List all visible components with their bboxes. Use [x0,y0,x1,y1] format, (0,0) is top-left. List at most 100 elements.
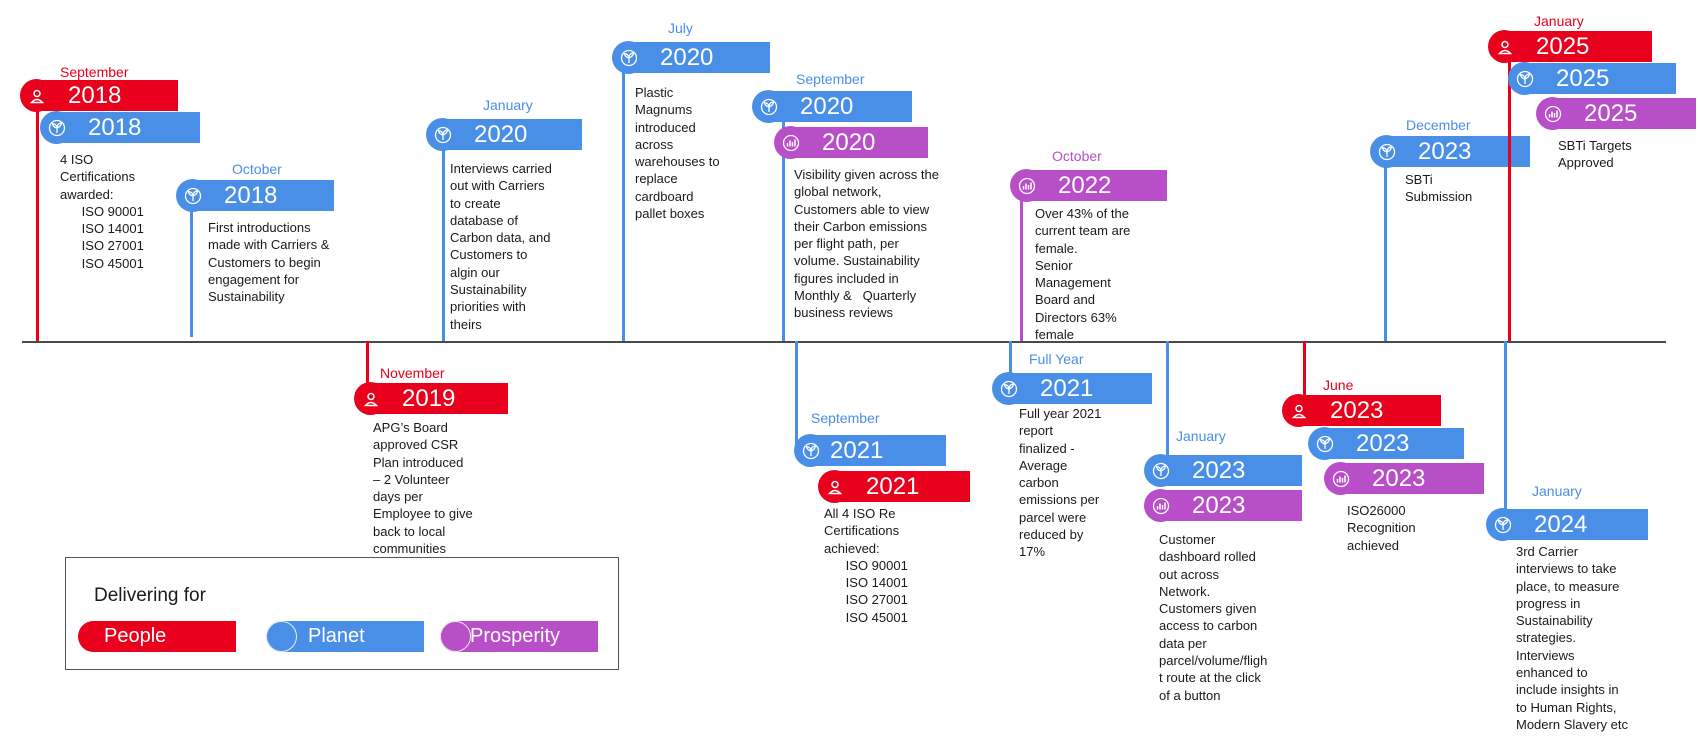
year-badge-prosperity: 2025 [1536,97,1696,130]
plant-icon [1144,454,1177,487]
year-badge-prosperity: 2020 [774,126,928,159]
timeline-connector [366,341,369,383]
legend-item-planet: Planet [266,621,424,652]
plant-icon [992,372,1025,405]
year-badge-planet: 2024 [1486,508,1648,541]
badge-year: 2023 [1356,430,1410,457]
year-badge-prosperity: 2022 [1010,169,1167,202]
badge-year: 2025 [1556,65,1610,92]
plant-icon [752,90,785,123]
event-month: July [668,20,693,36]
badge-year: 2020 [822,129,876,156]
badge-year: 2023 [1192,457,1246,484]
person-icon [354,382,387,415]
timeline-connector [1504,341,1507,510]
badge-year: 2023 [1330,397,1384,424]
year-badge-people: 2019 [354,382,508,415]
event-month: October [1052,148,1102,164]
legend-planet-icon [266,621,297,652]
event-description: Full year 2021 report finalized - Averag… [1019,406,1102,560]
year-badge-planet: 2021 [992,372,1152,405]
person-icon [1488,30,1521,63]
bar-chart-icon [1536,97,1569,130]
badge-year: 2018 [88,114,142,141]
badge-year: 2023 [1372,465,1426,492]
legend-title: Delivering for [94,585,206,606]
event-description: SBTi Targets Approved [1558,138,1632,171]
plant-icon [426,118,459,151]
badge-year: 2021 [830,437,884,464]
badge-year: 2021 [866,473,920,500]
legend-label: Planet [308,625,365,647]
badge-year: 2023 [1418,138,1472,165]
plant-icon [612,41,645,74]
plant-icon [176,179,209,212]
event-description: 4 ISO Certifications awarded: ISO 90001 … [60,152,144,271]
event-month: January [1534,13,1584,29]
bar-chart-icon [1324,462,1357,495]
event-month: June [1323,377,1354,393]
badge-year: 2025 [1536,33,1590,60]
event-month: September [60,64,129,80]
timeline-connector [1508,52,1511,341]
timeline-connector [1384,152,1387,341]
timeline-connector [1166,341,1169,460]
event-month: Full Year [1029,351,1084,367]
legend-item-prosperity: Prosperity [440,621,598,652]
plant-icon [794,434,827,467]
year-badge-planet: 2020 [752,90,912,123]
event-description: Customer dashboard rolled out across Net… [1159,532,1268,703]
timeline-connector [1303,341,1306,395]
event-month: January [483,97,533,113]
event-month: January [1176,428,1226,444]
year-badge-people: 2018 [20,79,178,112]
bar-chart-icon [774,126,807,159]
badge-year: 2022 [1058,172,1112,199]
timeline-connector [1020,200,1023,341]
legend-prosperity-icon [440,621,471,652]
plant-icon [1508,62,1541,95]
person-icon [1282,394,1315,427]
badge-year: 2023 [1192,492,1246,519]
timeline-connector [1009,341,1012,385]
badge-year: 2024 [1534,511,1588,538]
bar-chart-icon [1144,489,1177,522]
event-description: APG’s Board approved CSR Plan introduced… [373,420,473,557]
plant-icon [1370,135,1403,168]
timeline-connector [622,72,625,341]
badge-year: 2025 [1584,100,1638,127]
year-badge-planet: 2023 [1370,135,1530,168]
legend [65,557,619,670]
event-month: September [811,410,880,426]
badge-year: 2018 [68,82,122,109]
year-badge-planet: 2025 [1508,62,1676,95]
year-badge-planet: 2018 [176,179,334,212]
event-description: Visibility given across the global netwo… [794,167,939,321]
legend-label: People [104,625,167,647]
event-month: September [796,71,865,87]
year-badge-planet: 2018 [40,111,200,144]
badge-year: 2021 [1040,375,1094,402]
event-month: January [1532,483,1582,499]
year-badge-planet: 2020 [612,41,770,74]
year-badge-people: 2021 [818,470,970,503]
plant-icon [40,111,73,144]
legend-label: Prosperity [470,625,561,647]
year-badge-planet: 2023 [1308,427,1464,460]
timeline-connector [190,200,193,337]
year-badge-people: 2023 [1282,394,1441,427]
badge-year: 2020 [660,44,714,71]
badge-year: 2018 [224,182,278,209]
event-description: Over 43% of the current team are female.… [1035,206,1131,343]
year-badge-prosperity: 2023 [1144,489,1302,522]
year-badge-planet: 2020 [426,118,582,151]
timeline-connector [442,149,445,341]
event-description: 3rd Carrier interviews to take place, to… [1516,544,1628,732]
timeline-axis [22,341,1666,343]
event-month: October [232,161,282,177]
event-description: Plastic Magnums introduced across wareho… [635,85,720,222]
person-icon [818,470,851,503]
legend-item-people: People [78,621,236,652]
timeline-connector [795,341,798,450]
year-badge-prosperity: 2023 [1324,462,1484,495]
